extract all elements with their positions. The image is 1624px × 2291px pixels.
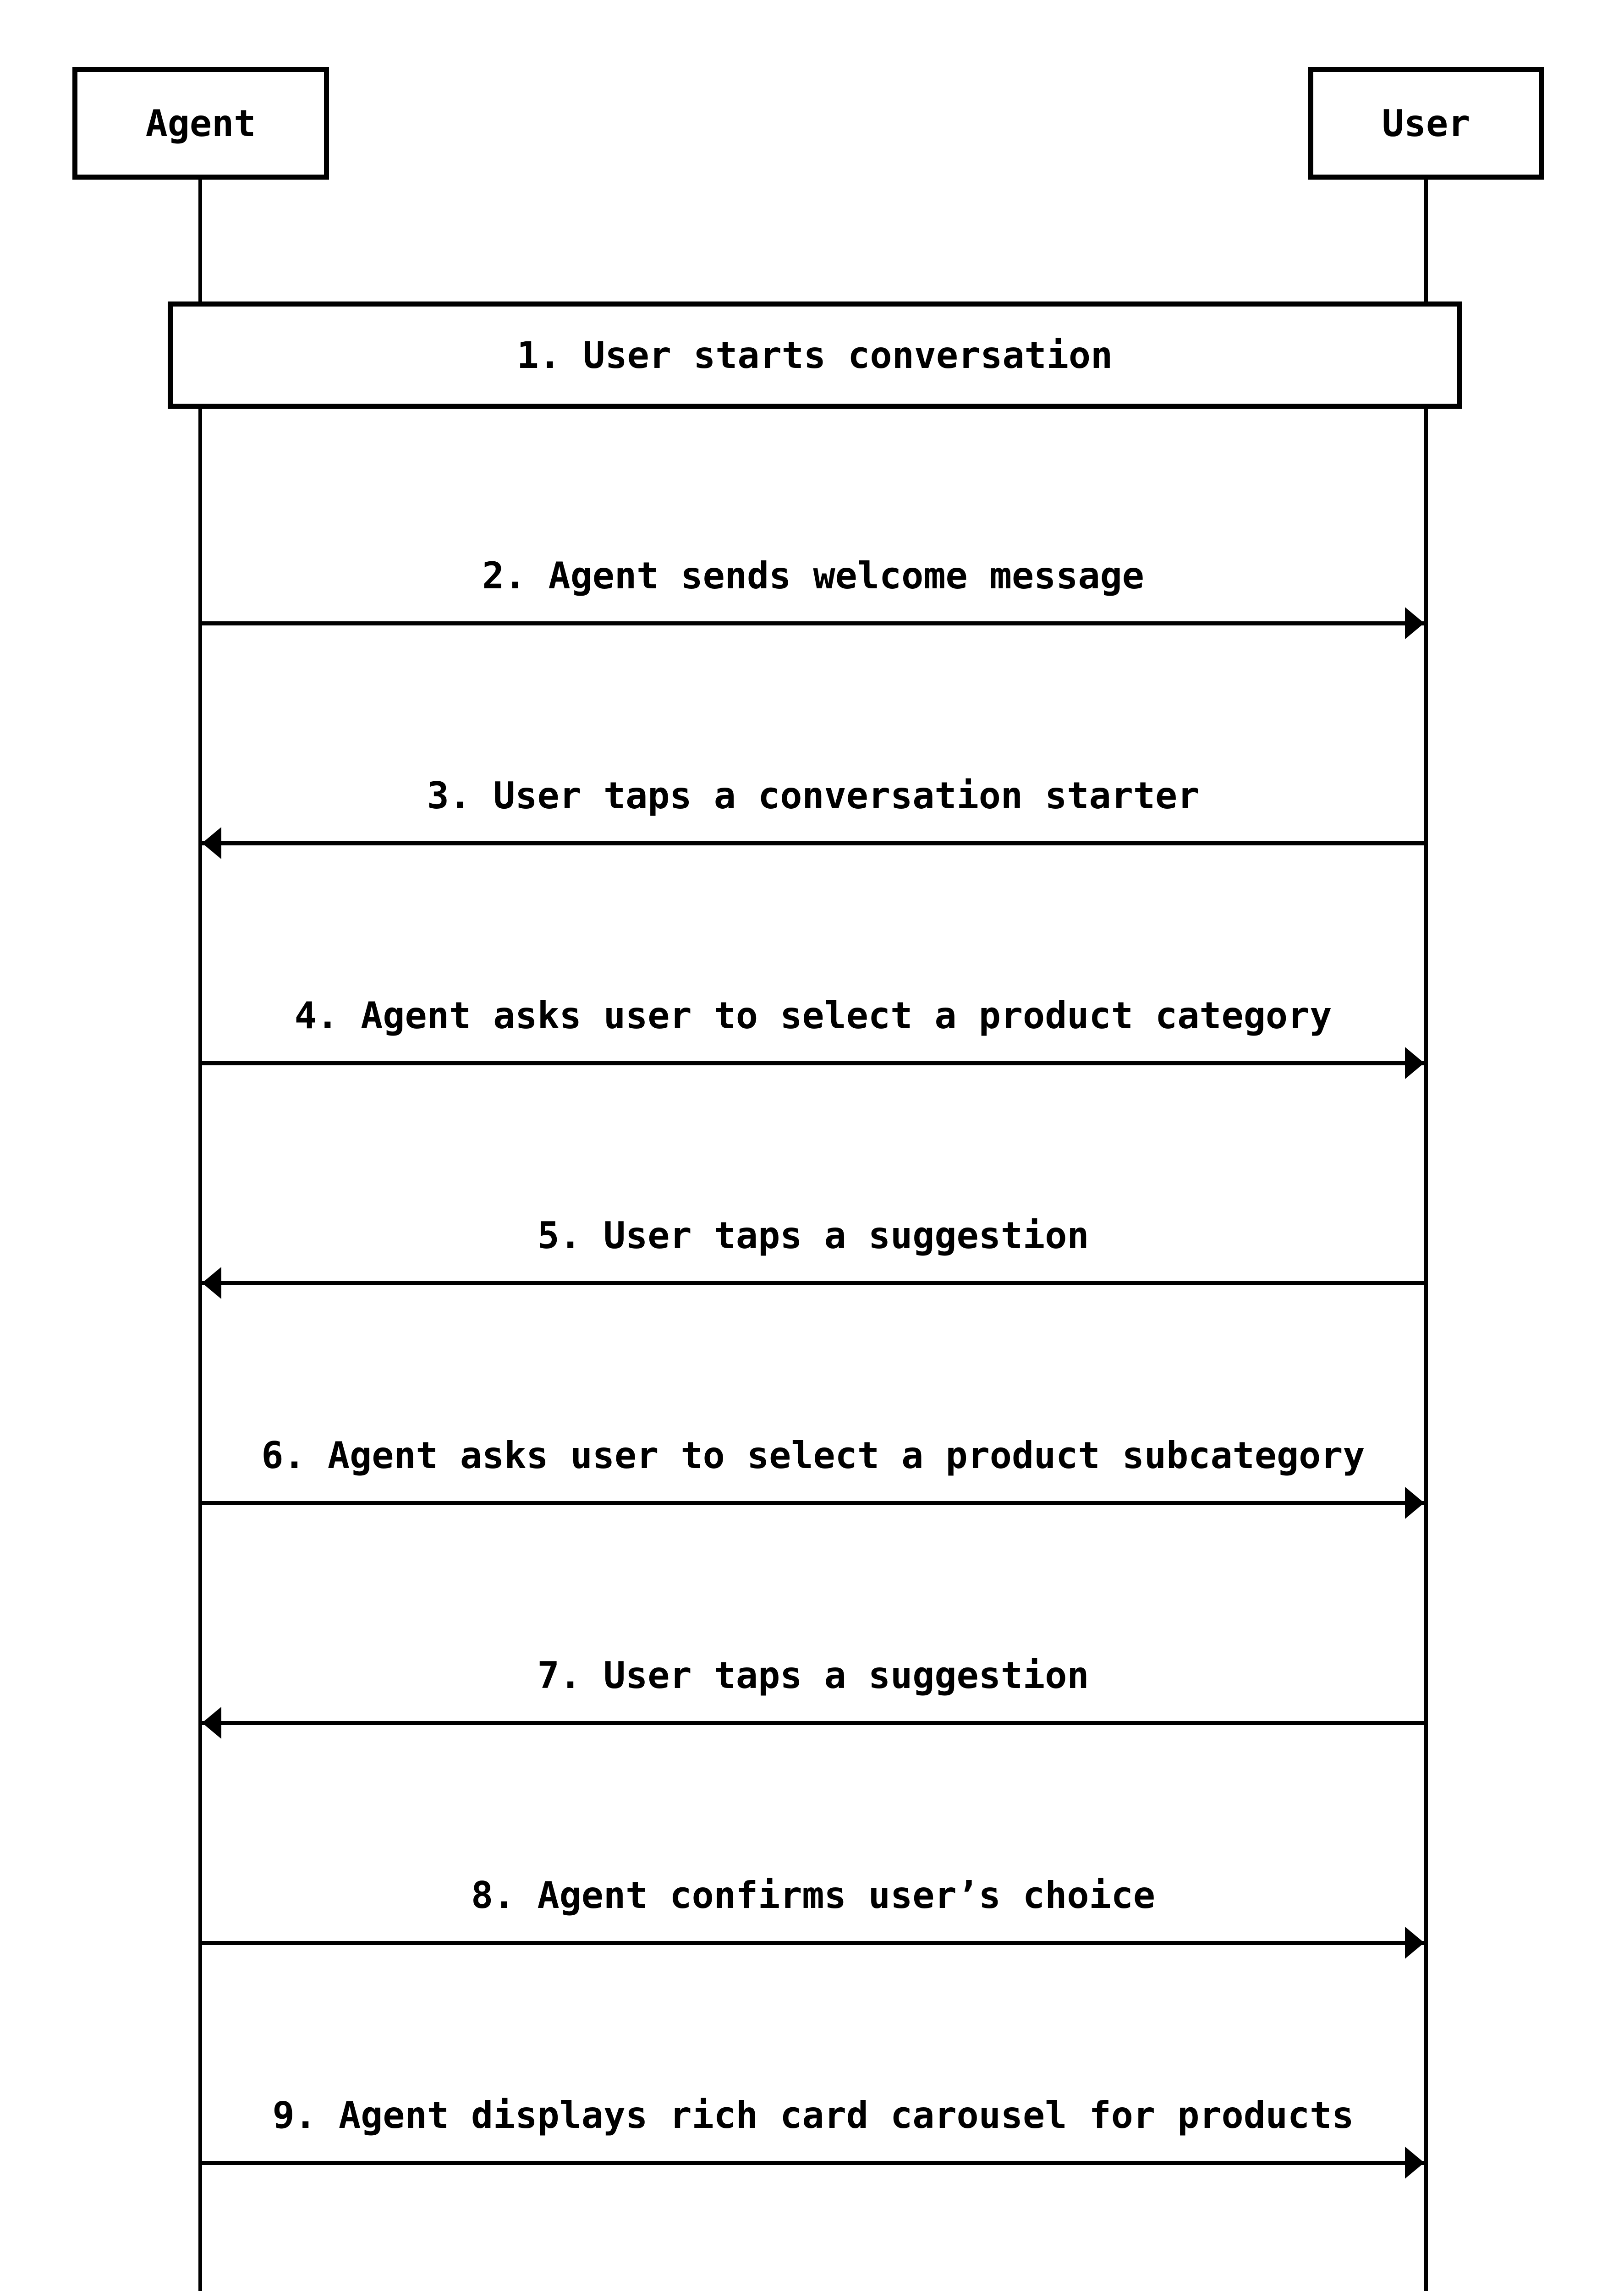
message-arrow-line bbox=[200, 1501, 1426, 1505]
actor-label-agent: Agent bbox=[145, 102, 256, 145]
message-label: 5. User taps a suggestion bbox=[200, 1212, 1426, 1260]
arrowhead-icon bbox=[202, 1267, 221, 1299]
arrowhead-icon bbox=[202, 827, 221, 859]
message-label: 7. User taps a suggestion bbox=[200, 1652, 1426, 1699]
message-label-line: 7. User taps a suggestion bbox=[537, 1654, 1089, 1697]
message-arrow-line bbox=[200, 1941, 1426, 1945]
message-label-line: 9. Agent displays rich card carousel for… bbox=[272, 2094, 1354, 2137]
arrowhead-icon bbox=[1405, 1927, 1424, 1959]
message-label-line: 4. Agent asks user to select a product c… bbox=[294, 994, 1332, 1037]
message-label-line: 3. User taps a conversation starter bbox=[427, 774, 1200, 817]
user-lifeline bbox=[1424, 179, 1428, 2291]
message-label: 8. Agent confirms user’s choice bbox=[200, 1872, 1426, 1919]
message-label-line: 5. User taps a suggestion bbox=[537, 1214, 1089, 1257]
message-label-line: 2. Agent sends welcome message bbox=[482, 554, 1144, 597]
arrowhead-icon bbox=[1405, 1487, 1424, 1519]
message-arrow-line bbox=[200, 841, 1426, 845]
arrowhead-icon bbox=[202, 1707, 221, 1739]
message-arrow-line bbox=[200, 1721, 1426, 1725]
note-box-start-conversation: 1. User starts conversation bbox=[168, 301, 1462, 409]
message-label: 9. Agent displays rich card carousel for… bbox=[200, 2092, 1426, 2139]
note-label: 1. User starts conversation bbox=[516, 334, 1113, 377]
message-label: 2. Agent sends welcome message bbox=[200, 552, 1426, 600]
message-label-line: 8. Agent confirms user’s choice bbox=[471, 1874, 1156, 1917]
message-arrow-line bbox=[200, 1281, 1426, 1285]
actor-box-user-top: User bbox=[1308, 67, 1544, 180]
message-arrow-line bbox=[200, 1061, 1426, 1065]
message-label-line: 6. Agent asks user to select a product s… bbox=[261, 1434, 1365, 1477]
arrowhead-icon bbox=[1405, 2147, 1424, 2179]
message-label: 3. User taps a conversation starter bbox=[200, 772, 1426, 820]
agent-lifeline bbox=[198, 179, 202, 2291]
message-label: 4. Agent asks user to select a product c… bbox=[200, 992, 1426, 1040]
message-arrow-line bbox=[200, 621, 1426, 625]
message-arrow-line bbox=[200, 2161, 1426, 2165]
arrowhead-icon bbox=[1405, 1047, 1424, 1079]
actor-box-agent-top: Agent bbox=[72, 67, 329, 180]
arrowhead-icon bbox=[1405, 607, 1424, 639]
actor-label-user: User bbox=[1382, 102, 1470, 145]
message-label: 6. Agent asks user to select a product s… bbox=[200, 1432, 1426, 1480]
